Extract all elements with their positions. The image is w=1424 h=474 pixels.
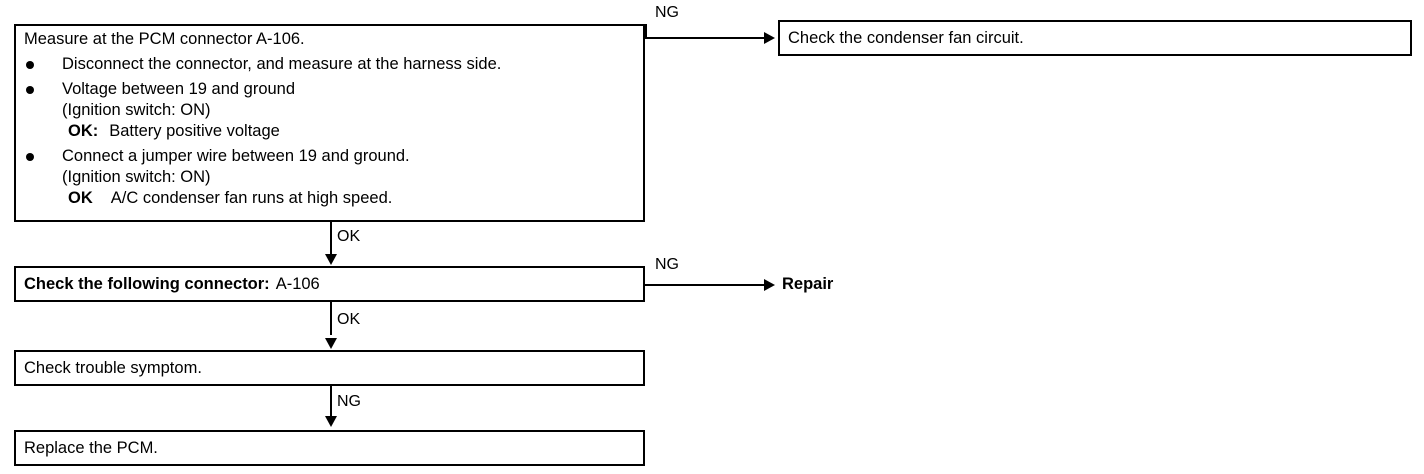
bullet-label-1: Disconnect the connector, and measure at… (62, 55, 502, 73)
bullet-label-2: Voltage between 19 and ground (62, 80, 296, 98)
connector-check-code: A-106 (275, 275, 320, 293)
step-label-trouble-symptom: Check trouble symptom. (24, 359, 202, 377)
bullet-dot-icon (26, 86, 34, 94)
bullet-3-result: OK A/C condenser fan runs at high speed. (68, 188, 392, 209)
bullet-label-3: Connect a jumper wire between 19 and gro… (62, 147, 410, 165)
step-box-fan-circuit: Check the condenser fan circuit. (778, 20, 1412, 56)
bullet-3-condition: (Ignition switch: ON) (62, 168, 211, 186)
connector-check-bold-text: Check the following connector: (24, 275, 270, 293)
ok-flow-arrowhead-2 (325, 338, 337, 349)
ng-branch-hline-main (645, 37, 765, 39)
bullet-2-result: OK: Battery positive voltage (68, 121, 280, 142)
ng-flow-arrowhead-3 (325, 416, 337, 427)
ng-branch-vline-main (645, 24, 647, 38)
ng-branch-arrowhead-main (764, 32, 775, 44)
edge-label-ng-main: NG (655, 4, 679, 21)
main-step-box: Measure at the PCM connector A-106. Disc… (14, 24, 645, 222)
ok-flow-vline-2 (330, 302, 332, 335)
step-label-replace-pcm: Replace the PCM. (24, 439, 158, 457)
ok-flow-vline-1 (330, 222, 332, 255)
step-box-connector-check: Check the following connector: A-106 (14, 266, 645, 302)
ok-prefix: OK (68, 189, 93, 207)
bullet-dot-icon (26, 153, 34, 161)
bullet-dot-icon (26, 61, 34, 69)
ng-branch-hline-connector (645, 284, 765, 286)
step-label-fan-circuit: Check the condenser fan circuit. (788, 29, 1024, 47)
ok-prefix: OK: (68, 122, 99, 140)
edge-label-ng-symptom: NG (337, 393, 361, 410)
ok-flow-arrowhead-1 (325, 254, 337, 265)
step-box-replace-pcm: Replace the PCM. (14, 430, 645, 466)
step-label-connector-check: Check the following connector: A-106 (24, 273, 320, 295)
step-label-repair: Repair (782, 275, 834, 293)
ok-result-text: Battery positive voltage (109, 122, 280, 140)
bullet-2-condition: (Ignition switch: ON) (62, 101, 211, 119)
step-box-trouble-symptom: Check trouble symptom. (14, 350, 645, 386)
edge-label-ok-2: OK (337, 311, 361, 328)
edge-label-ok-1: OK (337, 228, 361, 245)
ng-branch-arrowhead-connector (764, 279, 775, 291)
ok-result-text: A/C condenser fan runs at high speed. (110, 189, 393, 207)
main-step-heading: Measure at the PCM connector A-106. (24, 30, 305, 48)
ng-flow-vline-3 (330, 386, 332, 416)
edge-label-ng-connector: NG (655, 256, 679, 273)
